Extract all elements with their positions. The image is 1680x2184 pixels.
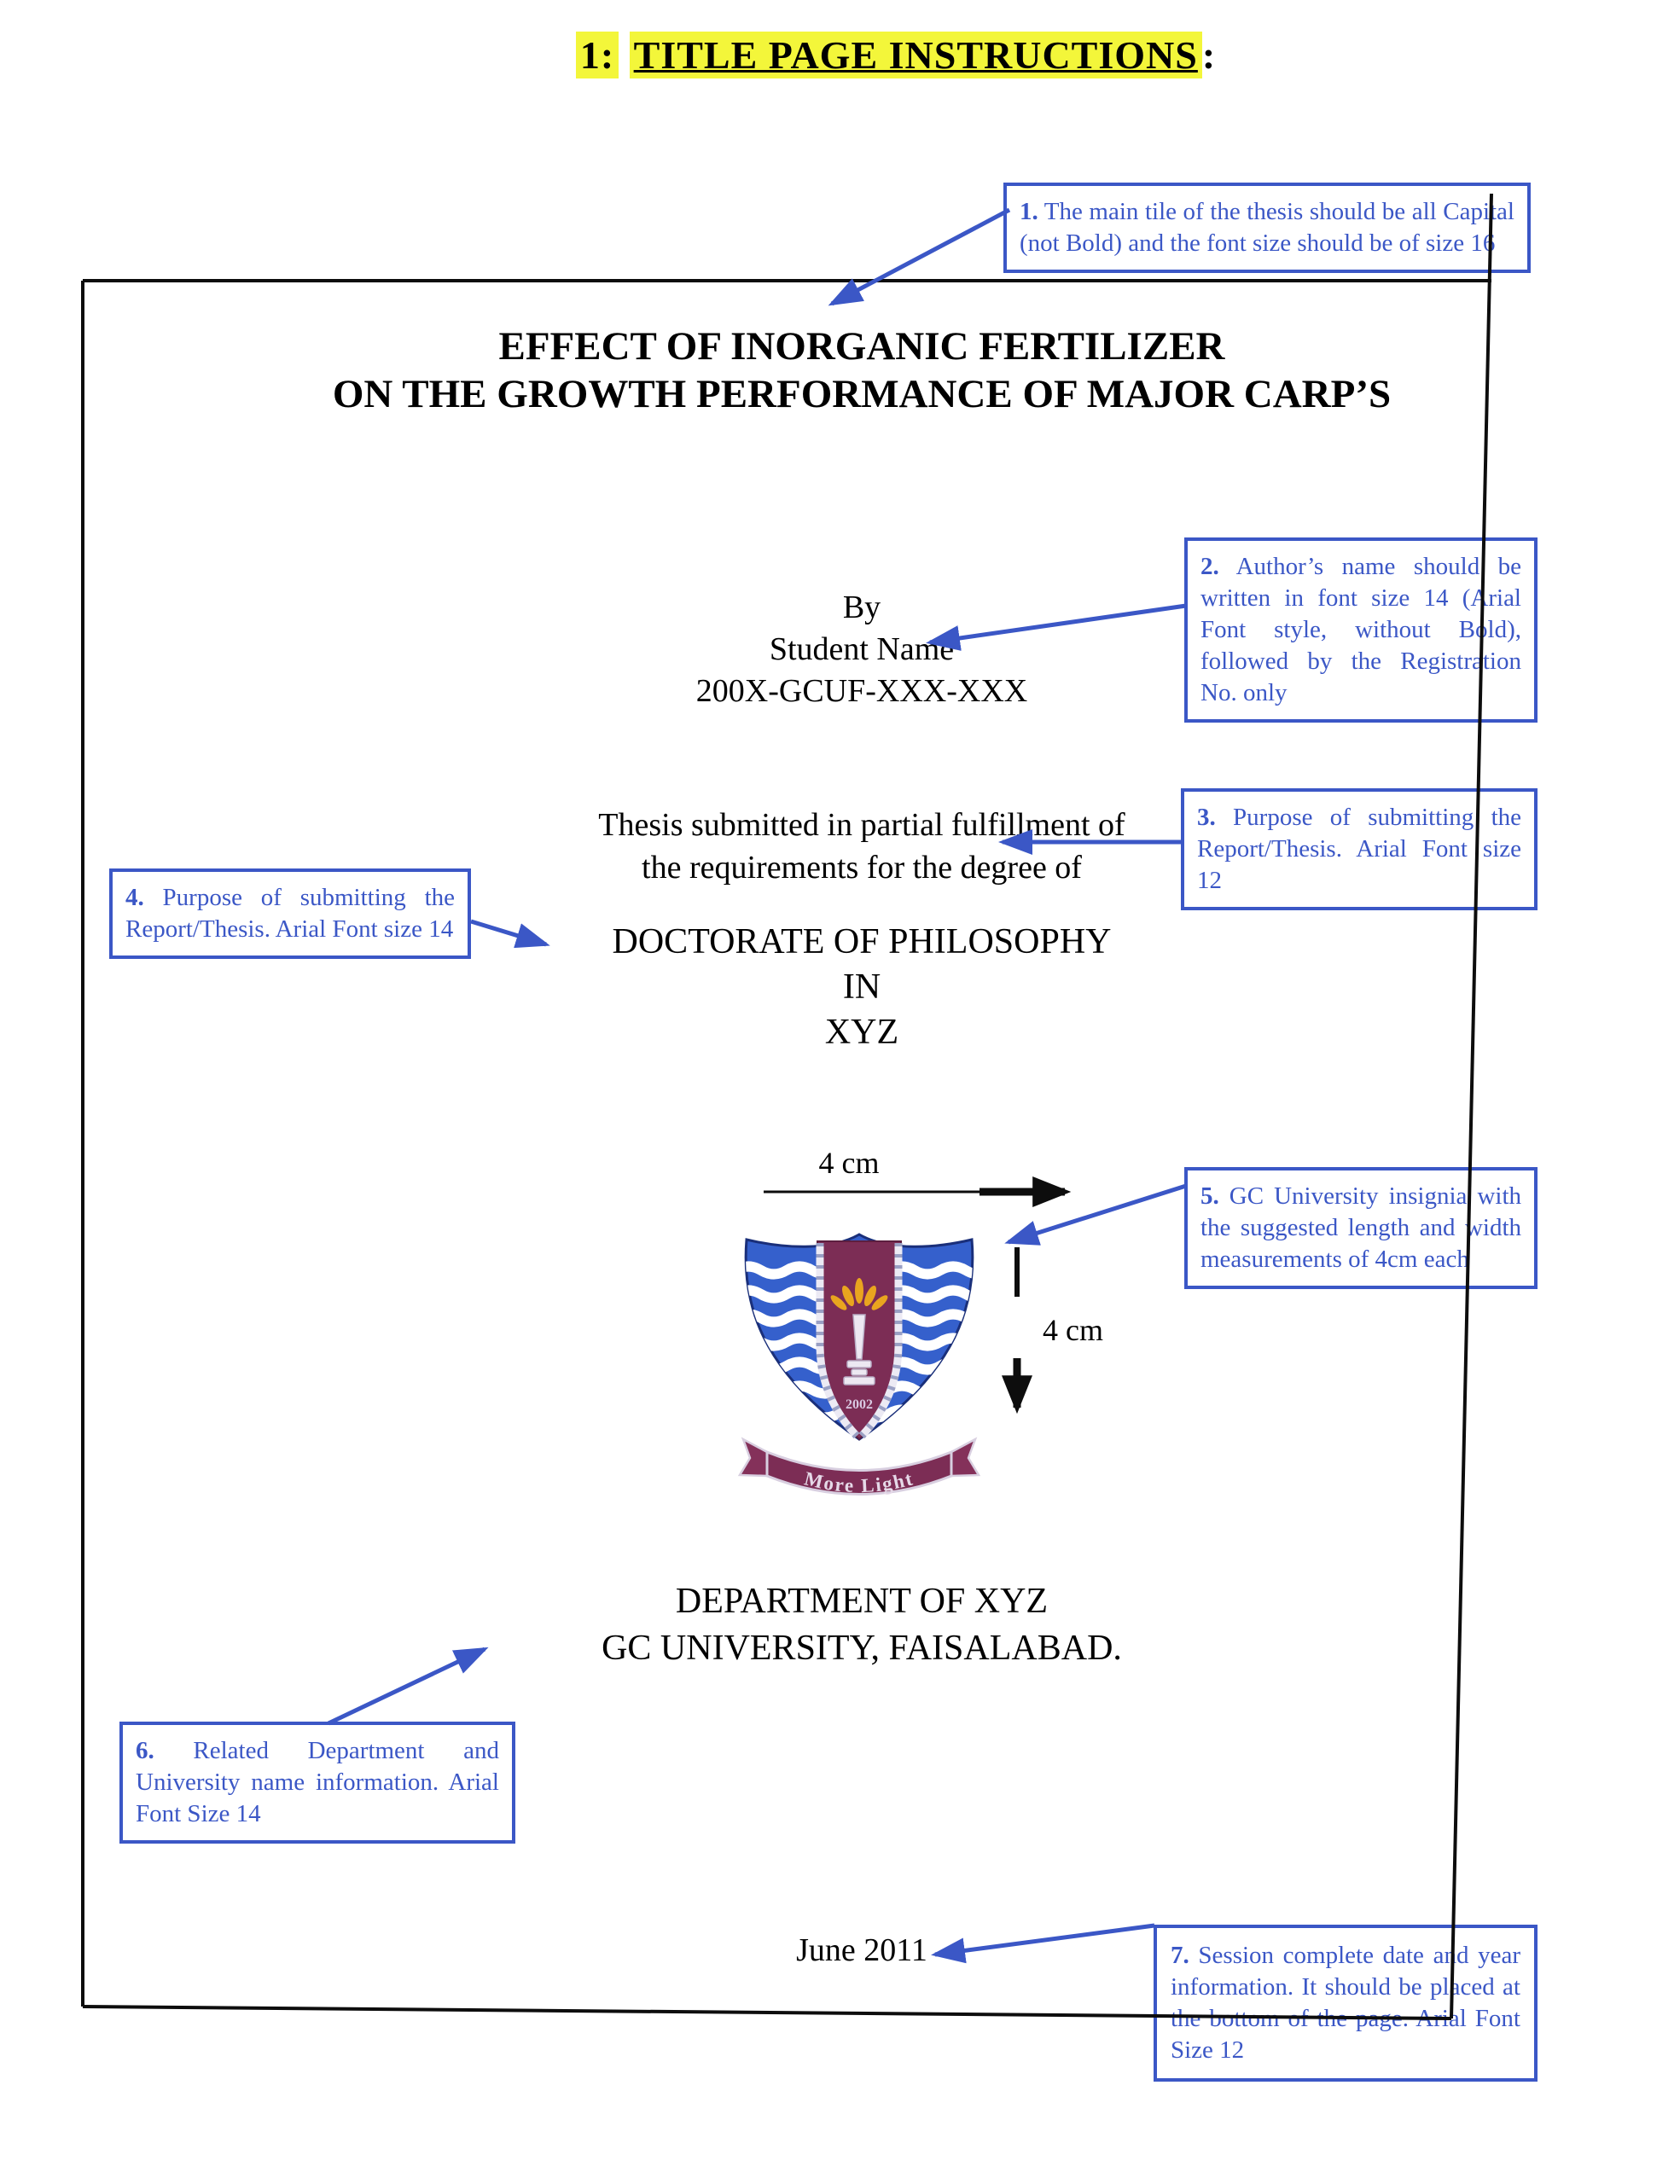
callout-1-title-rule: 1. The main tile of the thesis should be… (1003, 183, 1531, 273)
degree-line2: IN (842, 967, 881, 1007)
callout-4-number: 4. (125, 884, 144, 911)
callout-arrows (327, 207, 1187, 1964)
author-name: Student Name (769, 631, 955, 667)
heading-colon: : (1201, 33, 1217, 77)
by-label: By (842, 590, 881, 625)
callout-7-text: Session complete date and year informati… (1171, 1942, 1520, 2064)
callout-3-text: Purpose of submitting the Report/Thesis.… (1197, 804, 1522, 894)
callout-4-text: Purpose of submitting the Report/Thesis.… (125, 884, 456, 943)
callout-5-text: GC University insignia with the suggeste… (1200, 1182, 1522, 1273)
shield-rope-edges (816, 1243, 903, 1439)
callout-1-number: 1. (1020, 198, 1038, 225)
insignia-year: 2002 (846, 1397, 873, 1412)
session-date: June 2011 (796, 1932, 927, 1968)
callout-5-number: 5. (1200, 1182, 1219, 1210)
torch-flame-icon (830, 1278, 888, 1310)
page-border-right (1450, 193, 1493, 2019)
callout-7-date-rule: 7. Session complete date and year inform… (1154, 1925, 1538, 2082)
thesis-title-line1: EFFECT OF INORGANIC FERTILIZER (498, 324, 1225, 369)
callout-6-department-rule: 6. Related Department and University nam… (119, 1722, 515, 1844)
submission-line1: Thesis submitted in partial fulfillment … (598, 807, 1125, 843)
callout-2-text: Author’s name should be written in font … (1200, 553, 1521, 706)
callout-3-number: 3. (1197, 804, 1216, 831)
callout-4-purpose-rule: 4. Purpose of submitting the Report/Thes… (109, 868, 471, 959)
callout-1-arrow (828, 207, 1011, 306)
degree-block: DOCTORATE OF PHILOSOPHY IN XYZ (247, 920, 1476, 1055)
callout-6-number: 6. (136, 1737, 154, 1764)
thesis-title: EFFECT OF INORGANIC FERTILIZER ON THE GR… (247, 322, 1476, 418)
thesis-title-line2: ON THE GROWTH PERFORMANCE OF MAJOR CARP’… (332, 372, 1392, 416)
torch-body-icon (843, 1314, 875, 1385)
page-heading: 1: TITLE PAGE INSTRUCTIONS: (444, 32, 1348, 78)
callout-1-text: The main tile of the thesis should be al… (1020, 198, 1514, 257)
author-block: By Student Name 200X-GCUF-XXX-XXX (247, 587, 1476, 712)
department-line1: DEPARTMENT OF XYZ (675, 1582, 1049, 1621)
submission-line2: the requirements for the degree of (642, 850, 1082, 886)
gcu-insignia-logo: 2002 More Light (731, 1226, 987, 1520)
heading-number-highlight: 1: (575, 32, 619, 78)
callout-5-insignia-rule: 5. GC University insignia with the sugge… (1184, 1167, 1538, 1289)
callout-7-number: 7. (1171, 1942, 1189, 1969)
shield-icon: 2002 More Light (737, 1233, 981, 1496)
department-block: DEPARTMENT OF XYZ GC UNIVERSITY, FAISALA… (247, 1578, 1476, 1672)
callout-2-author-rule: 2. Author’s name should be written in fo… (1184, 537, 1538, 723)
heading-space (619, 33, 630, 77)
callout-5-arrow (1004, 1183, 1187, 1246)
degree-line1: DOCTORATE OF PHILOSOPHY (612, 922, 1112, 961)
department-line2: GC UNIVERSITY, FAISALABAD. (602, 1629, 1122, 1668)
insignia-width-label: 4 cm (818, 1146, 880, 1180)
callout-6-text: Related Department and University name i… (136, 1737, 499, 1827)
motto-banner: More Light (737, 1437, 981, 1496)
registration-number: 200X-GCUF-XXX-XXX (695, 673, 1028, 709)
insignia-height-label: 4 cm (1043, 1313, 1103, 1347)
degree-line3: XYZ (824, 1013, 899, 1052)
heading-title-highlight: TITLE PAGE INSTRUCTIONS (629, 32, 1202, 78)
submission-statement: Thesis submitted in partial fulfillment … (247, 804, 1476, 889)
callout-2-number: 2. (1200, 553, 1219, 580)
callout-3-purpose-rule: 3. Purpose of submitting the Report/Thes… (1181, 788, 1538, 910)
